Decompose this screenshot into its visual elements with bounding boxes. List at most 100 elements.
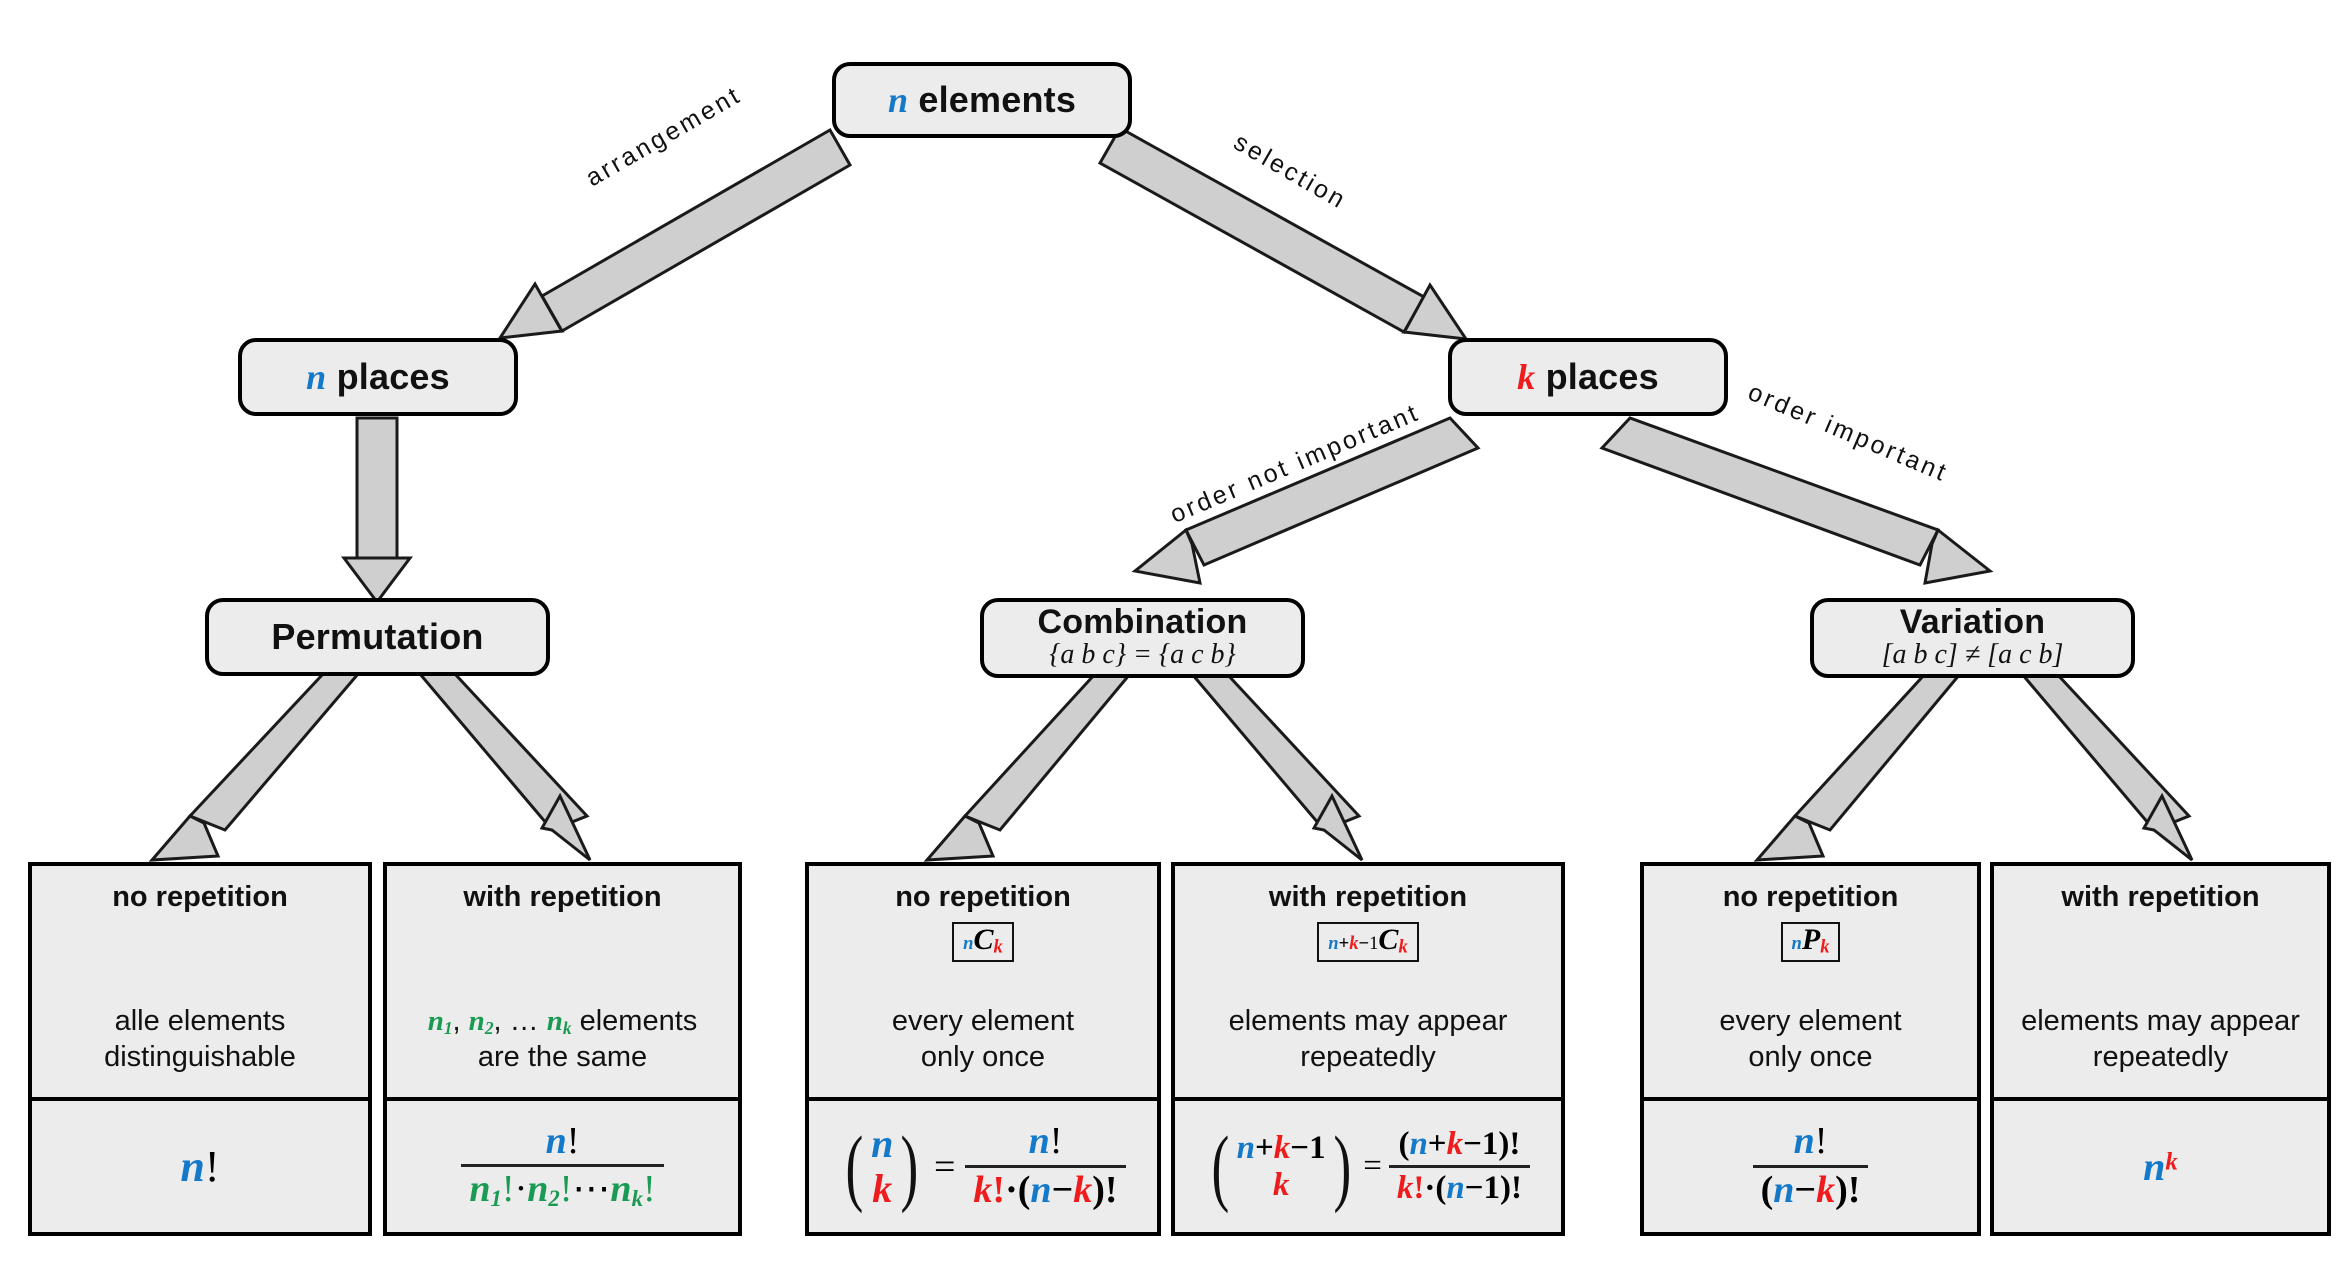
leaf-description-line2: repeatedly bbox=[1300, 1040, 1436, 1073]
equals-sign: = bbox=[1363, 1148, 1382, 1184]
leaf-combination-no-repetition[interactable]: no repetition nCk every element only onc… bbox=[805, 862, 1161, 1236]
leaf-header: no repetition bbox=[112, 881, 288, 913]
leaf-variation-with-repetition[interactable]: with repetition elements may appear repe… bbox=[1990, 862, 2331, 1236]
leaf-description-line1: elements may appear bbox=[2021, 1005, 2300, 1038]
node-n-places-label: n places bbox=[306, 356, 450, 398]
leaf-formula: ( n k ) = n! k!·(n−k)! bbox=[809, 1097, 1157, 1232]
leaf-body: with repetition elements may appear repe… bbox=[1994, 866, 2327, 1097]
leaf-body: no repetition nPk every element only onc… bbox=[1644, 866, 1977, 1097]
edge-order-important bbox=[1599, 416, 1994, 585]
fraction-numerator: n! bbox=[1793, 1120, 1828, 1163]
node-n-elements-text: elements bbox=[918, 79, 1077, 120]
fraction-denominator: k!·(n−1)! bbox=[1388, 1165, 1531, 1206]
leaf-permutation-no-repetition[interactable]: no repetition alle elements distinguisha… bbox=[28, 862, 372, 1236]
sub-1: 1 bbox=[443, 1018, 453, 1039]
node-permutation-label: Permutation bbox=[271, 616, 484, 657]
leaf-description-line2: distinguishable bbox=[104, 1040, 296, 1073]
sym-comma2: , bbox=[493, 1005, 502, 1038]
node-permutation[interactable]: Permutation bbox=[205, 598, 550, 676]
fraction-denominator: n1!·n2!⋯nk! bbox=[461, 1164, 664, 1211]
leaf-description: every element only once bbox=[1654, 1004, 1967, 1075]
leaf-formula: nk bbox=[1994, 1097, 2327, 1232]
node-combination[interactable]: Combination {a b c} = {a c b} bbox=[980, 598, 1305, 678]
binom-top: n+k−1 bbox=[1236, 1129, 1326, 1166]
edge-label-selection: selection bbox=[1229, 128, 1352, 216]
leaf-description: elements may appear repeatedly bbox=[1185, 1004, 1551, 1075]
node-n-places-text: places bbox=[336, 356, 450, 397]
sym-n1: n bbox=[427, 1005, 444, 1038]
edge-permutation-right bbox=[416, 672, 592, 862]
leaf-header: with repetition bbox=[463, 881, 662, 913]
edge-nplaces-permutation bbox=[341, 416, 413, 605]
binomial-coefficient: ( n k ) bbox=[845, 1117, 919, 1214]
sub-k: k bbox=[562, 1018, 572, 1039]
edge-arrangement bbox=[497, 127, 853, 340]
leaf-body: with repetition n1, n2, … nk elements ar… bbox=[387, 866, 738, 1097]
notation-sub-n: n bbox=[1791, 932, 1802, 954]
notation-badge-npkm1Ck: n+k−1Ck bbox=[1317, 921, 1419, 962]
leaf-combination-with-repetition[interactable]: with repetition n+k−1Ck elements may app… bbox=[1171, 862, 1565, 1236]
notation-sub-k: k bbox=[1349, 932, 1359, 954]
edge-label-arrangement: arrangement bbox=[581, 80, 747, 193]
leaf-description-line1: elements may appear bbox=[1228, 1005, 1508, 1038]
edge-combination-right bbox=[1188, 672, 1364, 862]
edge-variation-left bbox=[1753, 672, 1964, 862]
leaf-description-line2: only once bbox=[1748, 1040, 1873, 1073]
leaf-description: every element only once bbox=[819, 1004, 1147, 1075]
node-k-places-text: places bbox=[1545, 356, 1659, 397]
leaf-body: no repetition nCk every element only onc… bbox=[809, 866, 1157, 1097]
sym-n2: n bbox=[468, 1005, 485, 1038]
leaf-header: with repetition bbox=[2061, 881, 2260, 913]
leaf-description: n1, n2, … nk elements are the same bbox=[397, 1004, 728, 1075]
leaf-header: no repetition bbox=[895, 881, 1071, 913]
sym-nk: n bbox=[546, 1005, 563, 1038]
fraction-numerator: n! bbox=[1028, 1120, 1063, 1163]
fraction-denominator: (n−k)! bbox=[1752, 1165, 1869, 1211]
leaf-description-line1: n1, n2, … nk elements bbox=[427, 1005, 698, 1039]
node-n-places[interactable]: n places bbox=[238, 338, 518, 416]
binom-bottom: k bbox=[1272, 1166, 1290, 1203]
leaf-formula: n! (n−k)! bbox=[1644, 1097, 1977, 1232]
variable-n: n bbox=[306, 357, 327, 397]
node-k-places-label: k places bbox=[1517, 356, 1659, 398]
leaf-header: no repetition bbox=[1722, 881, 1899, 913]
edge-permutation-left bbox=[148, 672, 362, 862]
leaf-description-line1: alle elements bbox=[114, 1005, 286, 1038]
node-n-elements-label: n elements bbox=[888, 79, 1076, 121]
leaf-description-line2: are the same bbox=[477, 1040, 648, 1073]
node-n-elements[interactable]: n elements bbox=[832, 62, 1132, 138]
notation-sub-k: k bbox=[993, 936, 1003, 958]
node-combination-example: {a b c} = {a c b} bbox=[1049, 639, 1236, 671]
edge-label-order-important: order important bbox=[1744, 378, 1953, 488]
leaf-formula: ( n+k−1 k ) = (n+k−1)! k!·(n−1)! bbox=[1175, 1097, 1561, 1232]
variable-k: k bbox=[1517, 357, 1536, 397]
leaf-description-line2: only once bbox=[920, 1040, 1046, 1073]
fraction-numerator: n! bbox=[545, 1119, 580, 1162]
fraction-numerator: (n+k−1)! bbox=[1398, 1126, 1521, 1163]
formula-n: n bbox=[180, 1142, 205, 1191]
notation-sub-k2: k bbox=[1398, 936, 1408, 958]
leaf-description-line1: every element bbox=[1719, 1005, 1902, 1038]
leaf-body: no repetition alle elements distinguisha… bbox=[32, 866, 368, 1097]
binom-top: n bbox=[871, 1120, 894, 1166]
notation-sub-n: n bbox=[963, 932, 974, 954]
power-exponent: k bbox=[2165, 1148, 2178, 1176]
notation-badge-nPk: nPk bbox=[1780, 921, 1841, 962]
node-k-places[interactable]: k places bbox=[1448, 338, 1728, 416]
leaf-formula: n! bbox=[32, 1097, 368, 1232]
notation-badge-ncK: nCk bbox=[952, 921, 1014, 962]
leaf-variation-no-repetition[interactable]: no repetition nPk every element only onc… bbox=[1640, 862, 1981, 1236]
node-variation[interactable]: Variation [a b c] ≠ [a c b] bbox=[1810, 598, 2135, 678]
notation-C: C bbox=[973, 922, 994, 956]
notation-P: P bbox=[1801, 922, 1821, 956]
power-base: n bbox=[2143, 1144, 2166, 1189]
sym-comma1: , bbox=[452, 1005, 461, 1038]
sym-dots: … bbox=[509, 1005, 539, 1038]
leaf-permutation-with-repetition[interactable]: with repetition n1, n2, … nk elements ar… bbox=[383, 862, 742, 1236]
binomial-coefficient: ( n+k−1 k ) bbox=[1211, 1117, 1351, 1214]
notation-C: C bbox=[1378, 922, 1399, 956]
binom-bottom: k bbox=[872, 1165, 893, 1211]
leaf-formula: n! n1!·n2!⋯nk! bbox=[387, 1097, 738, 1232]
edge-variation-right bbox=[2018, 672, 2194, 862]
